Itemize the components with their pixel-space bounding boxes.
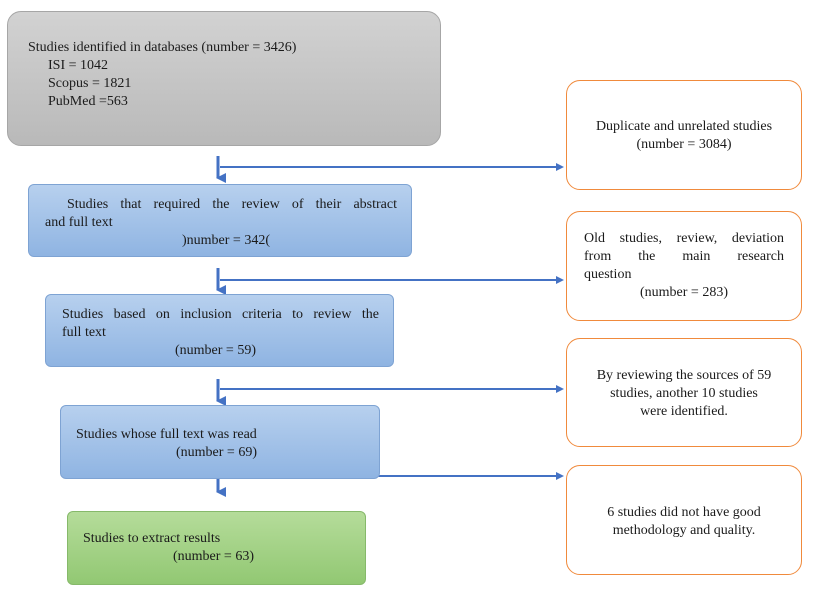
step-box-inclusion-criteria: Studies based on inclusion criteria to r…	[45, 294, 394, 367]
source-pubmed: PubMed =563	[48, 94, 128, 109]
step-2-line-2: full text	[62, 325, 106, 340]
step-2-count: (number = 59)	[175, 343, 256, 358]
side-1-line-1: Duplicate and unrelated studies	[595, 119, 773, 134]
side-2-line-3: question	[584, 267, 632, 282]
final-box-extract-results: Studies to extract results (number = 63)	[67, 511, 366, 585]
side-4-line-1: 6 studies did not have good	[607, 505, 761, 520]
side-3-line-1: By reviewing the sources of 59	[596, 368, 772, 383]
final-line-1: Studies to extract results	[83, 531, 221, 546]
source-scopus: Scopus = 1821	[48, 76, 132, 91]
step-2-line-1: Studies based on inclusion criteria to r…	[62, 307, 379, 322]
source-isi: ISI = 1042	[48, 58, 109, 73]
step-box-full-text-read: Studies whose full text was read (number…	[60, 405, 380, 479]
side-box-old-studies: Old studies, review, deviation from the …	[566, 211, 802, 321]
side-3-line-3: were identified.	[640, 404, 728, 419]
step-box-abstract-review: Studies that required the review of thei…	[28, 184, 412, 257]
identified-title: Studies identified in databases (number …	[28, 40, 297, 55]
step-3-count: (number = 69)	[176, 445, 257, 460]
final-count: (number = 63)	[173, 549, 254, 564]
step-3-line-1: Studies whose full text was read	[76, 427, 257, 442]
step-1-count: )number = 342(	[182, 233, 270, 248]
side-2-line-2: from the main research	[584, 249, 784, 264]
step-1-line-2: and full text	[45, 215, 113, 230]
side-2-line-4: (number = 283)	[640, 285, 728, 300]
side-box-poor-quality: 6 studies did not have good methodology …	[566, 465, 802, 575]
side-box-duplicates: Duplicate and unrelated studies (number …	[566, 80, 802, 190]
side-box-extra-sources: By reviewing the sources of 59 studies, …	[566, 338, 802, 447]
step-1-line-1: Studies that required the review of thei…	[67, 197, 397, 212]
side-4-line-2: methodology and quality.	[612, 523, 756, 538]
identified-box: Studies identified in databases (number …	[7, 11, 441, 146]
side-1-line-2: (number = 3084)	[636, 137, 732, 152]
side-3-line-2: studies, another 10 studies	[610, 386, 758, 401]
side-2-line-1: Old studies, review, deviation	[584, 231, 784, 246]
